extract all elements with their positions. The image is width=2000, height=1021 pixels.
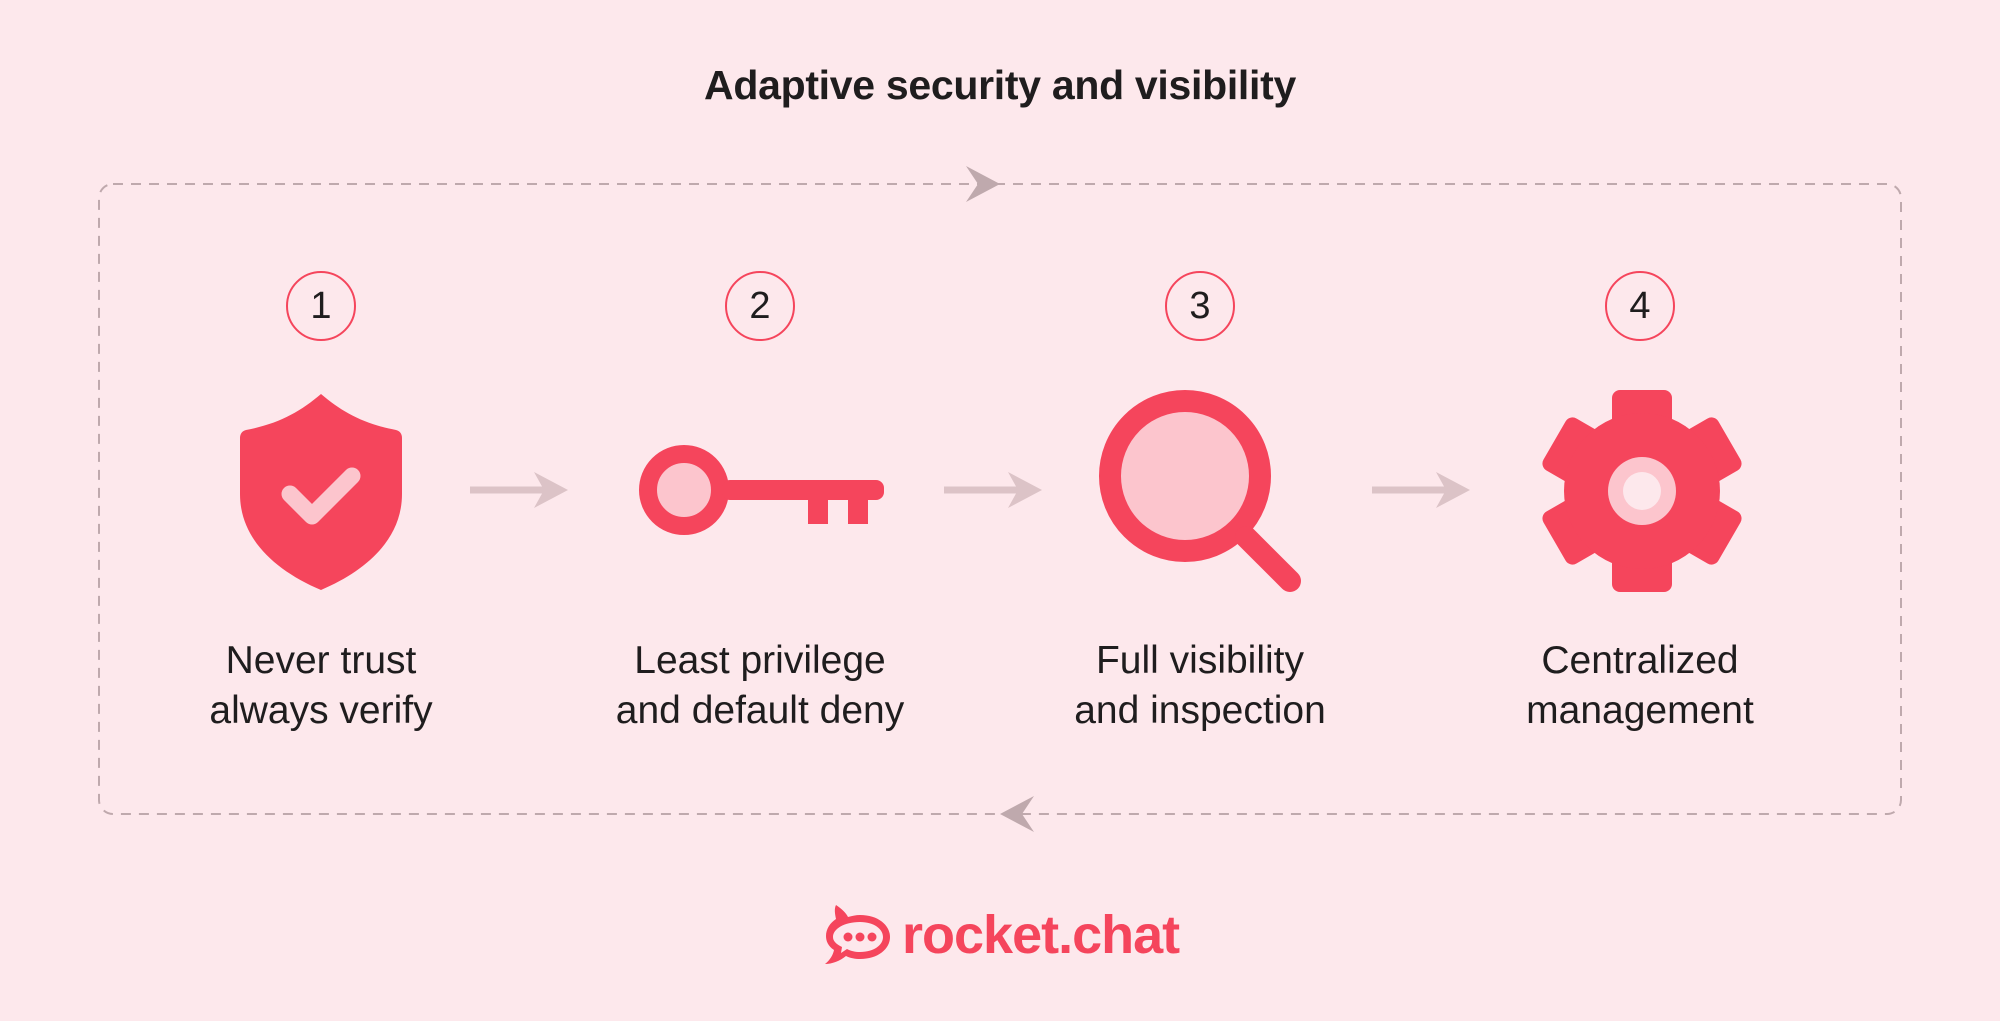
cycle-arrow-bottom — [1000, 796, 1034, 832]
step-label-2: Least privilege and default deny — [615, 639, 905, 732]
step-label-3: Full visibility and inspection — [1074, 639, 1326, 732]
flow-arrow-1 — [470, 472, 568, 508]
rocket-chat-logo: rocket.chat — [822, 900, 1180, 970]
step-number-3: 3 — [1165, 271, 1235, 341]
key-icon — [639, 445, 884, 535]
step-label-1: Never trust always verify — [209, 639, 433, 732]
diagram-title: Adaptive security and visibility — [704, 62, 1296, 108]
step-number-4: 4 — [1605, 271, 1675, 341]
step-label-4: Centralized management — [1526, 639, 1754, 732]
step-number-1: 1 — [286, 271, 356, 341]
cycle-arrow-top — [966, 166, 1000, 202]
magnifier-icon — [1099, 390, 1301, 592]
gear-icon — [1542, 390, 1742, 592]
flow-arrow-2 — [944, 472, 1042, 508]
rocket-chat-bubble-icon — [825, 905, 890, 964]
shield-check-icon — [240, 394, 402, 590]
logo-text: rocket.chat — [902, 905, 1180, 965]
flow-arrow-3 — [1372, 472, 1470, 508]
step-number-2: 2 — [725, 271, 795, 341]
